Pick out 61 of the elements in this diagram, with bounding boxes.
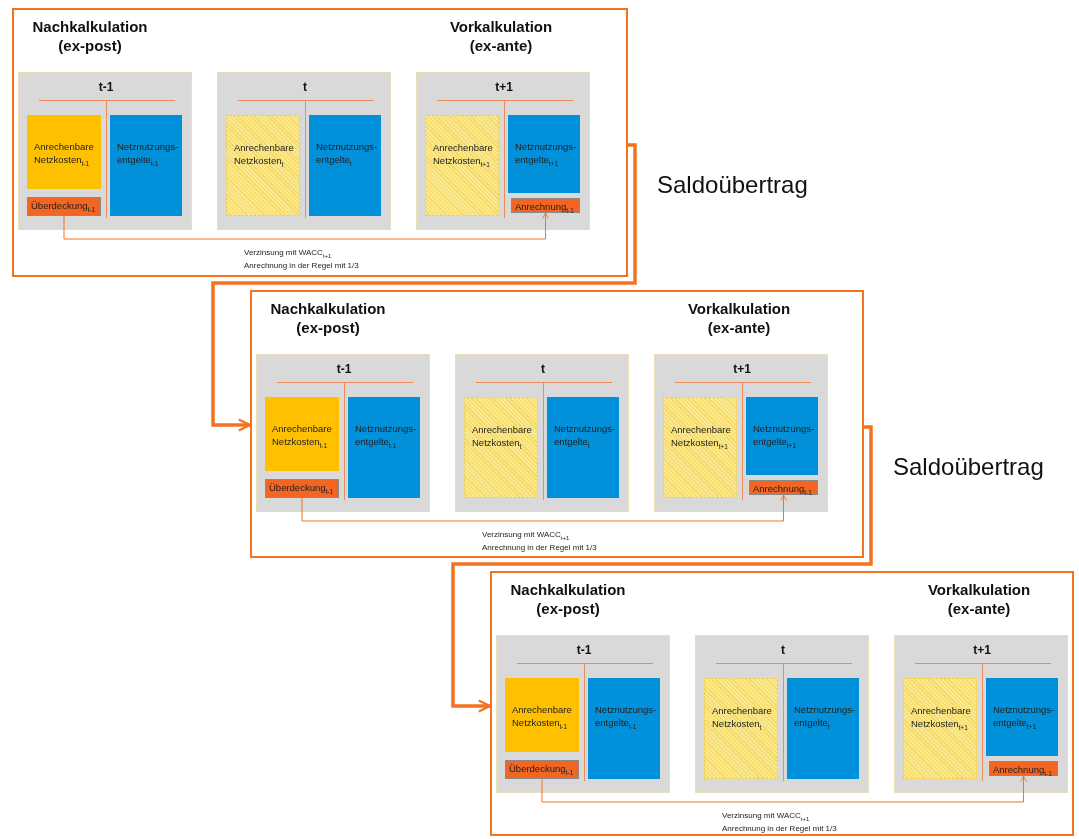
period-panel: [18, 72, 192, 230]
cost-block: Anrechenbare Netzkosten$_{t}$: [226, 115, 300, 216]
fee-block: Netznutzungs-entgelte$_{t-1}$: [348, 397, 420, 498]
panel-frame: [490, 571, 1074, 836]
edge-label: Saldoübertrag: [657, 171, 808, 199]
period-panel: [416, 72, 590, 230]
cost-block: Anrechenbare Netzkosten$_{t}$: [464, 397, 538, 498]
fee-block: Netznutzungs-entgelte$_{t-1}$: [110, 115, 182, 216]
surplus-block: Überdeckung$_{t-1}$: [265, 479, 339, 498]
edge-label: Verzinsung mit WACC$_{t+1}$ Anrechnung in der Regel mit 1/3: [244, 247, 360, 272]
period-panel: [455, 354, 629, 512]
period-label: t: [780, 643, 786, 657]
period-panel: [654, 354, 828, 512]
connector-arrow: [541, 775, 1027, 803]
cost-block: Anrechenbare Netzkosten$_{t-1}$: [265, 397, 339, 471]
connector-arrow: [451, 425, 873, 713]
fee-block: Netznutzungs-entgelte$_{t+1}$: [508, 115, 580, 193]
panel-heading: Vorkalkulation (ex-ante): [686, 300, 792, 338]
cost-block: Anrechenbare Netzkosten$_{t+1}$: [663, 397, 737, 498]
connector-arrow: [63, 212, 549, 240]
fee-block: Netznutzungs-entgelte$_{t}$: [787, 678, 859, 779]
period-panel: [894, 635, 1068, 793]
period-label: t: [540, 362, 546, 376]
period-panel: [217, 72, 391, 230]
edge-label: Verzinsung mit WACC$_{t+1}$ Anrechnung in der Regel mit 1/3: [482, 529, 598, 554]
connector-arrow: [211, 143, 637, 432]
offset-block: Anrechnung$_{t-1}$: [989, 761, 1058, 776]
fee-block: Netznutzungs-entgelte$_{t+1}$: [746, 397, 818, 475]
cost-block: Anrechenbare Netzkosten$_{t+1}$: [425, 115, 499, 216]
period-label: t-1: [335, 362, 353, 376]
panel-heading: Nachkalkulation (ex-post): [31, 18, 149, 56]
panel-heading: Nachkalkulation (ex-post): [509, 581, 627, 619]
offset-block: Anrechnung$_{t-1}$: [749, 480, 818, 495]
fee-block: Netznutzungs-entgelte$_{t}$: [547, 397, 619, 498]
period-label: t-1: [97, 80, 115, 94]
fee-block: Netznutzungs-entgelte$_{t}$: [309, 115, 381, 216]
cost-block: Anrechenbare Netzkosten$_{t-1}$: [27, 115, 101, 189]
period-label: t+1: [732, 362, 752, 376]
surplus-block: Überdeckung$_{t-1}$: [505, 760, 579, 779]
panel-frame: [12, 8, 628, 277]
edge-label: Verzinsung mit WACC$_{t+1}$ Anrechnung in der Regel mit 1/3: [722, 810, 838, 835]
period-label: t+1: [972, 643, 992, 657]
period-label: t-1: [575, 643, 593, 657]
panel-frame: [250, 290, 864, 558]
period-label: t+1: [494, 80, 514, 94]
fee-block: Netznutzungs-entgelte$_{t+1}$: [986, 678, 1058, 756]
period-panel: [496, 635, 670, 793]
period-panel: [695, 635, 869, 793]
panel-heading: Vorkalkulation (ex-ante): [926, 581, 1032, 619]
cost-block: Anrechenbare Netzkosten$_{t-1}$: [505, 678, 579, 752]
panel-heading: Nachkalkulation (ex-post): [269, 300, 387, 338]
surplus-block: Überdeckung$_{t-1}$: [27, 197, 101, 216]
panel-heading: Vorkalkulation (ex-ante): [448, 18, 554, 56]
cost-block: Anrechenbare Netzkosten$_{t+1}$: [903, 678, 977, 779]
edge-label: Saldoübertrag: [893, 453, 1044, 481]
offset-block: Anrechnung$_{t-1}$: [511, 198, 580, 213]
cost-block: Anrechenbare Netzkosten$_{t}$: [704, 678, 778, 779]
period-panel: [256, 354, 430, 512]
period-label: t: [302, 80, 308, 94]
fee-block: Netznutzungs-entgelte$_{t-1}$: [588, 678, 660, 779]
connector-arrow: [301, 494, 787, 522]
